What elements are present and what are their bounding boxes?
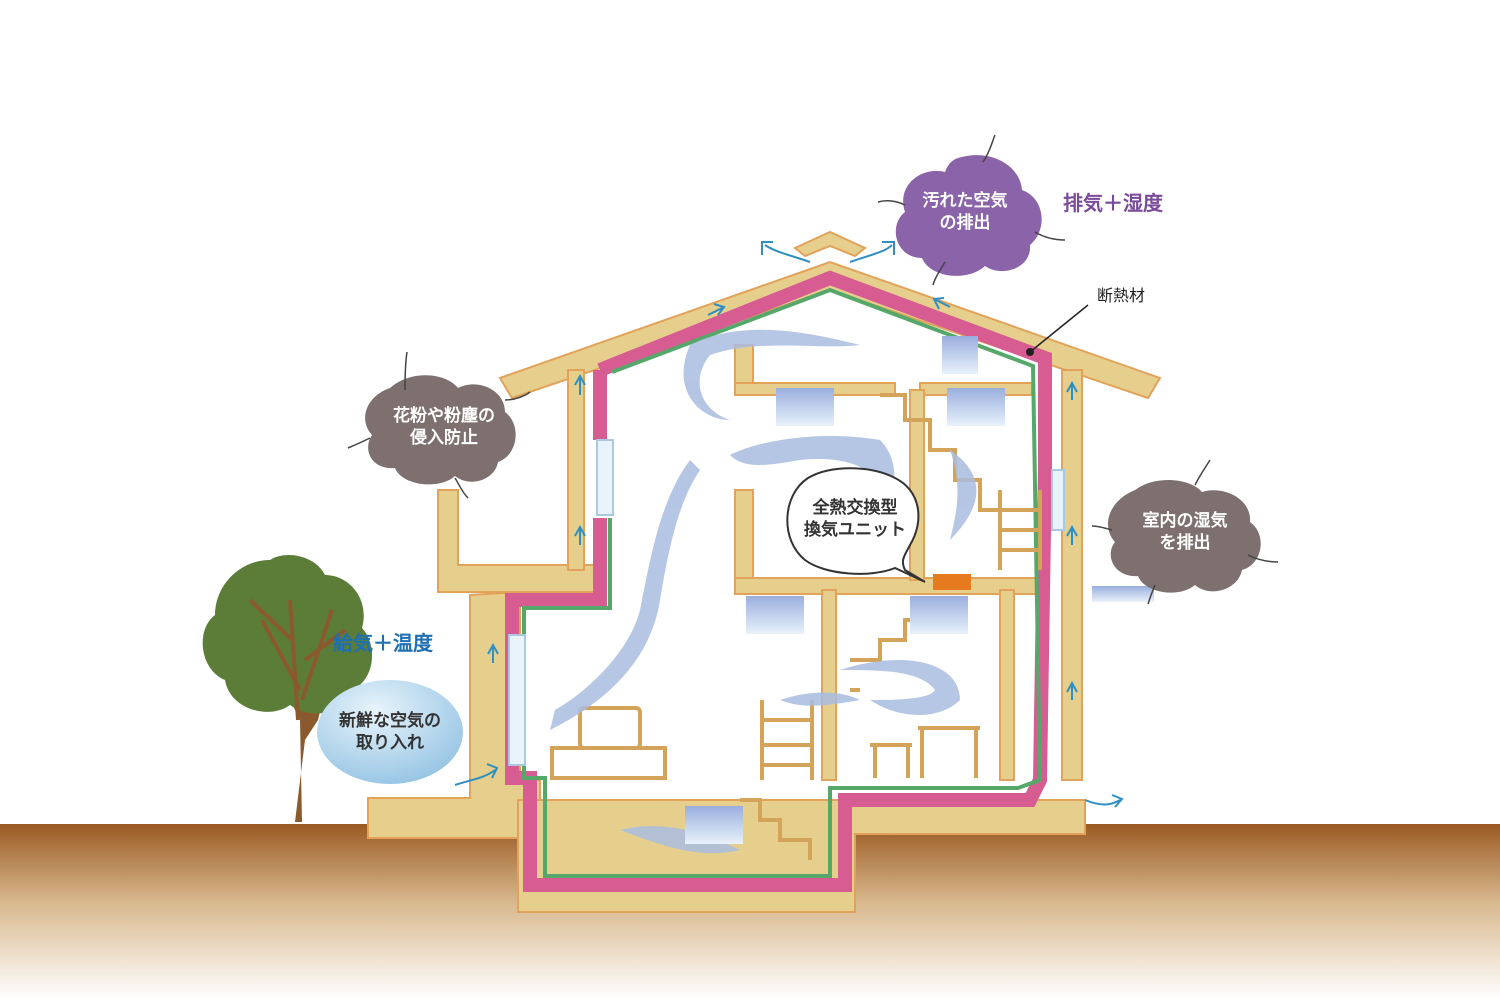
exhaust-cloud-line2: の排出	[939, 213, 991, 234]
stairs	[740, 393, 1042, 860]
fresh-air-label: 新鮮な空気の 取り入れ	[325, 710, 455, 754]
insulation-leader	[1026, 304, 1089, 356]
humidity-cloud	[1091, 459, 1279, 605]
unit-bubble-line2: 換気ユニット	[804, 520, 906, 541]
insulation-label: 断熱材	[1097, 286, 1146, 305]
fresh-air-bubble	[317, 680, 463, 784]
windows	[508, 439, 1065, 766]
supply-heading: 給気＋温度	[333, 631, 433, 655]
vent-outlets	[685, 336, 1154, 844]
unit-speech-bubble	[786, 467, 926, 583]
air-arrows	[454, 241, 1124, 808]
exhaust-heading: 排気＋湿度	[1063, 191, 1163, 215]
humidity-cloud-label: 室内の湿気 を排出	[1120, 510, 1250, 554]
pollen-cloud	[347, 351, 531, 499]
pollen-cloud-line1: 花粉や粉塵の	[393, 406, 495, 426]
exhaust-cloud-line1: 汚れた空気	[922, 191, 1008, 211]
exhaust-cloud-label: 汚れた空気 の排出	[905, 190, 1025, 234]
furniture	[550, 706, 980, 780]
humidity-cloud-line2: を排出	[1159, 533, 1211, 554]
fresh-air-line2: 取り入れ	[356, 733, 424, 754]
humidity-cloud-line1: 室内の湿気	[1142, 511, 1228, 531]
insulation-layer	[505, 270, 1052, 892]
air-flow	[550, 329, 977, 854]
pollen-cloud-label: 花粉や粉塵の 侵入防止	[374, 405, 514, 449]
fresh-air-line1: 新鮮な空気の	[339, 711, 441, 731]
tree	[202, 555, 373, 822]
pollen-cloud-line2: 侵入防止	[410, 428, 478, 449]
exhaust-cloud	[877, 134, 1066, 286]
unit-bubble-label: 全熱交換型 換気ユニット	[790, 497, 920, 541]
unit-bubble-line1: 全熱交換型	[812, 498, 898, 518]
heat-exchange-unit	[933, 574, 971, 590]
